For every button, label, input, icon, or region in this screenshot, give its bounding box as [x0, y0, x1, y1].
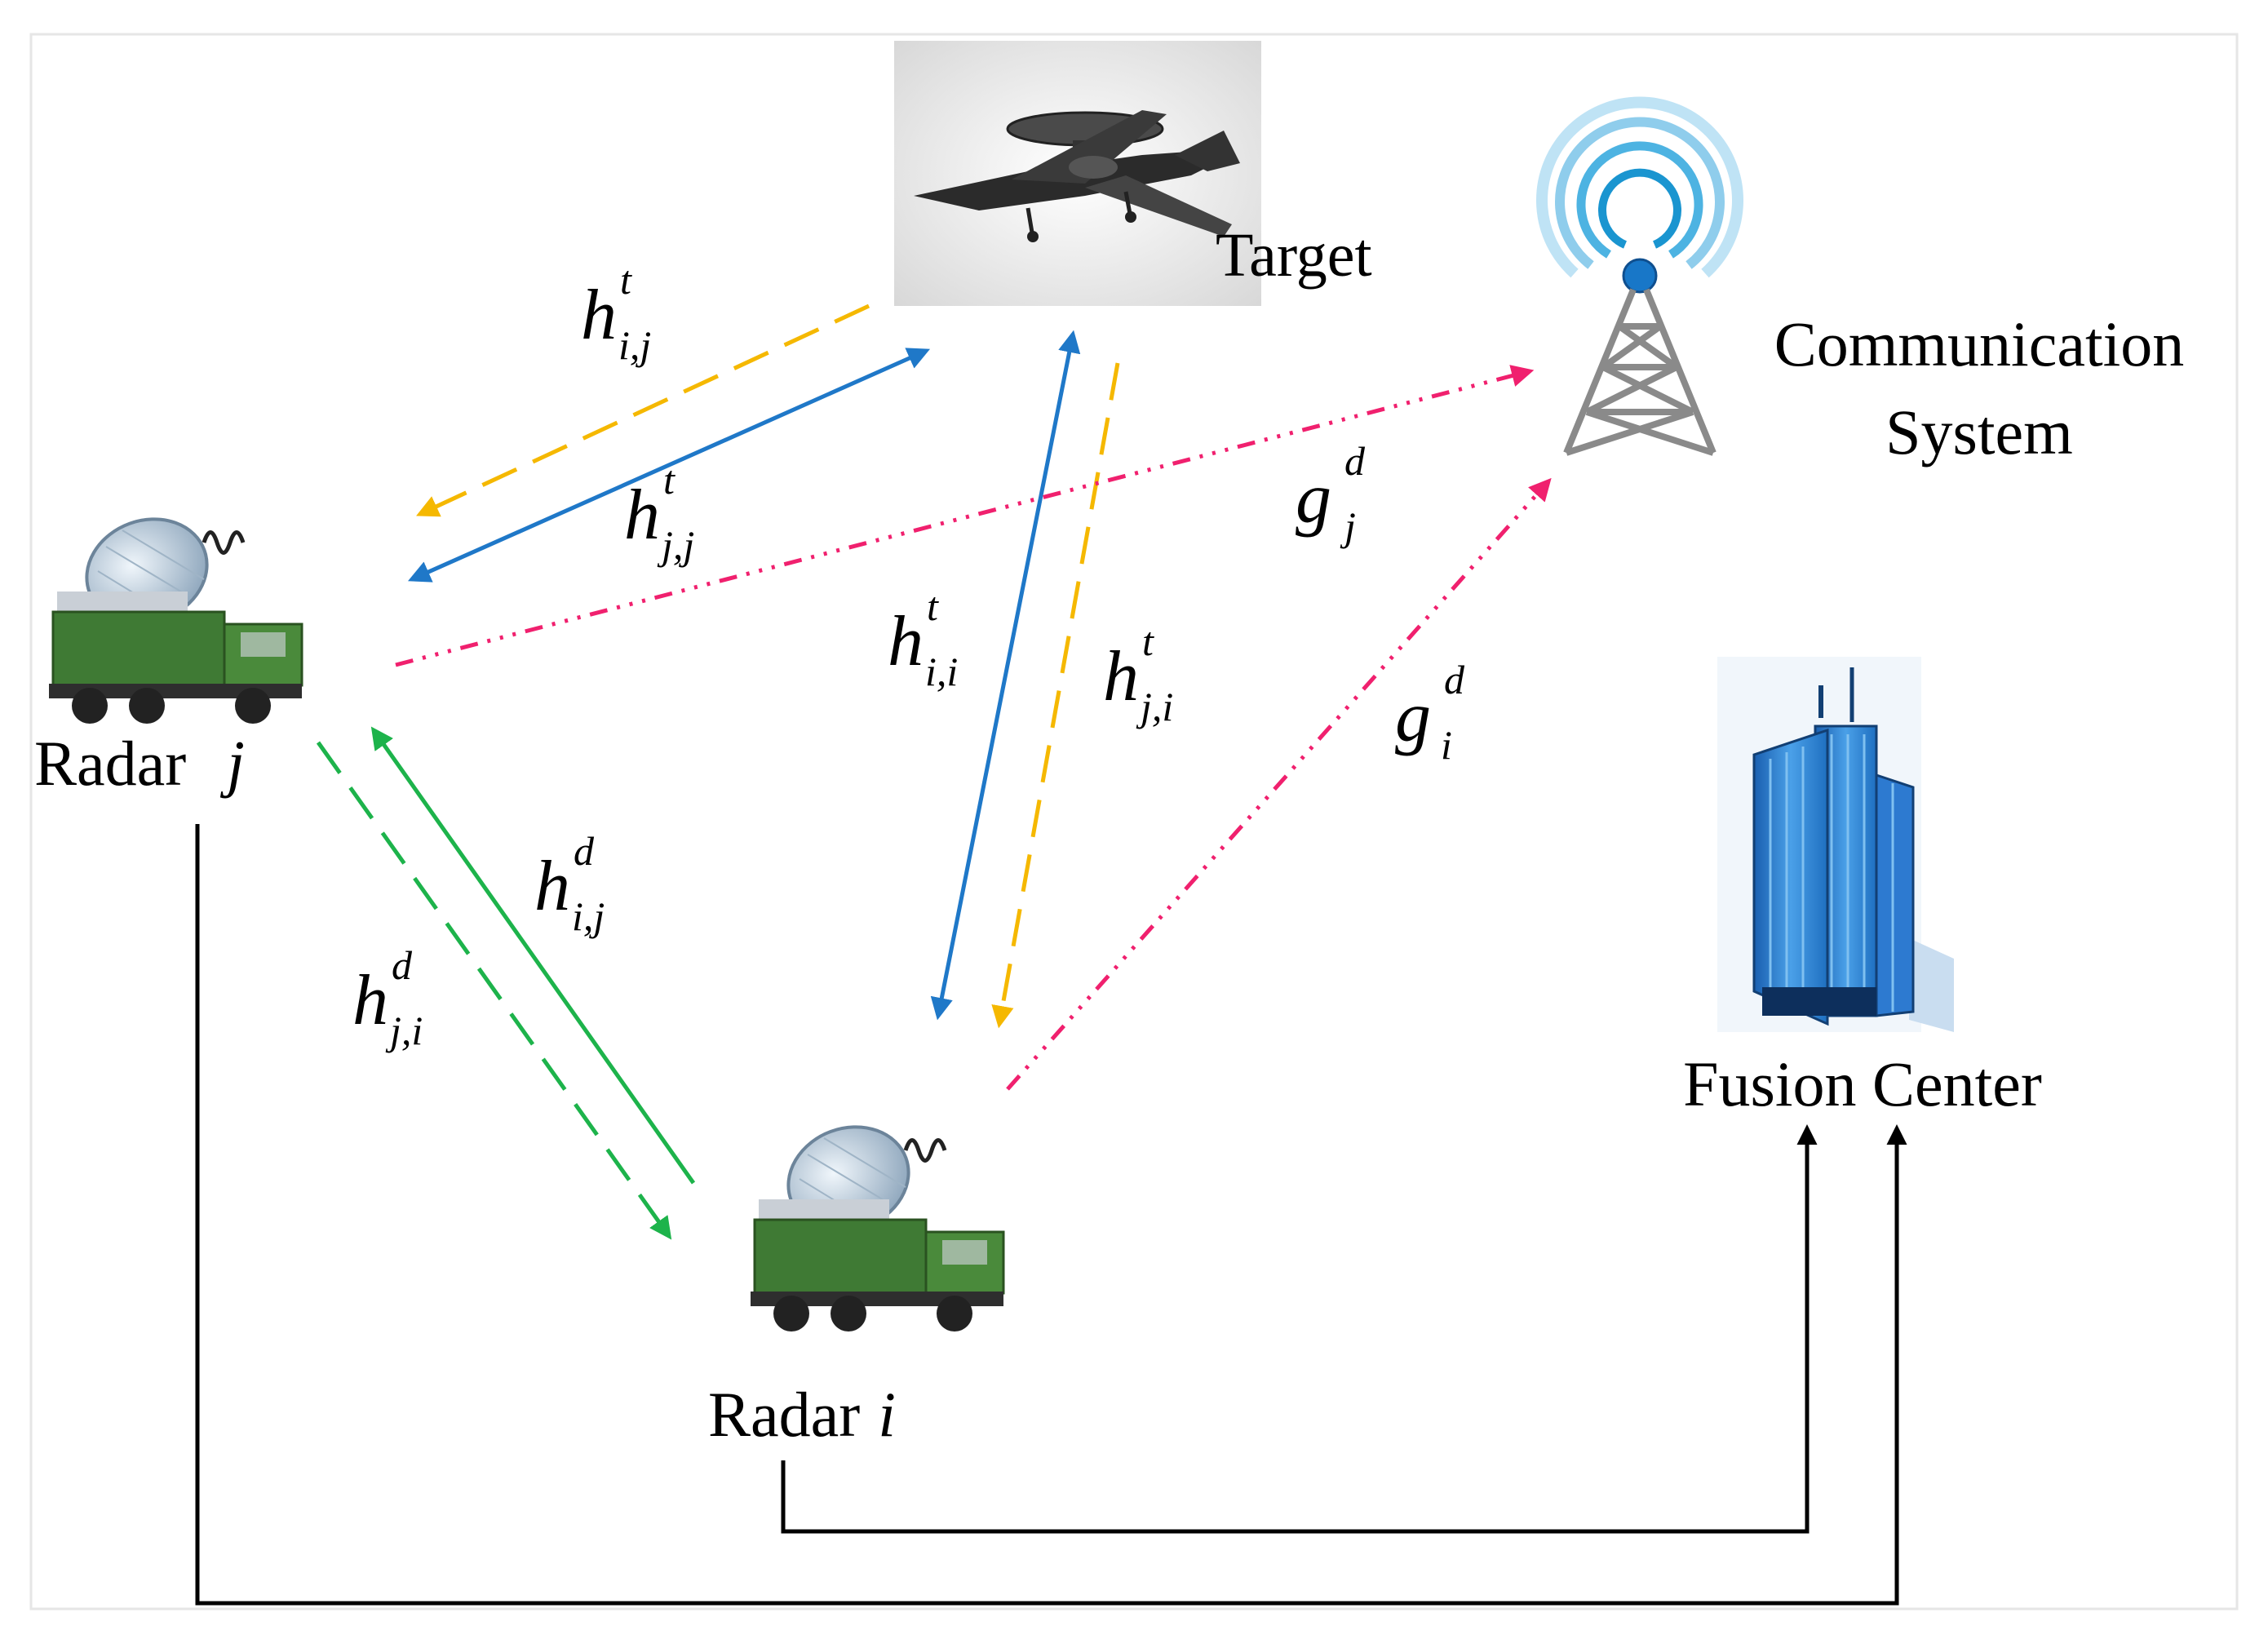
- svg-text:t: t: [620, 257, 632, 303]
- svg-text:t: t: [927, 583, 939, 629]
- link-target-to-radar-i-cross: [991, 362, 1120, 1029]
- link-radar-j-to-fusion: [195, 824, 1907, 1606]
- svg-text:t: t: [1142, 618, 1154, 664]
- channel-label-h-ji-d: h d j,i: [352, 942, 423, 1053]
- target-label: Target: [1216, 221, 1372, 290]
- radar-truck-icon-j: [49, 517, 303, 724]
- svg-text:t: t: [663, 457, 676, 503]
- channel-label-h-ij-t: h t i,j: [581, 257, 651, 368]
- link-radar-i-to-comm: [1006, 477, 1552, 1091]
- svg-text:j,i: j,i: [1136, 684, 1173, 729]
- svg-text:i,j: i,j: [572, 893, 605, 939]
- link-radar-i-to-radar-j: [370, 726, 696, 1185]
- svg-text:g: g: [1395, 678, 1431, 757]
- link-radar-i-to-fusion: [781, 1124, 1818, 1534]
- channel-label-h-ij-d: h d i,j: [534, 828, 605, 939]
- svg-text:h: h: [888, 602, 924, 681]
- svg-text:h: h: [534, 847, 570, 926]
- channel-label-g-i-d: g d i: [1395, 657, 1465, 768]
- comm-system-label-line1: Communication: [1774, 308, 2185, 379]
- comm-system-label-line2: System: [1885, 397, 2073, 467]
- channel-label-h-ji-t: h t j,i: [1103, 618, 1173, 729]
- svg-text:h: h: [581, 276, 617, 355]
- link-target-to-radar-j-cross: [416, 304, 870, 517]
- svg-text:i,i: i,i: [925, 649, 958, 694]
- antenna-tower-icon: [1536, 96, 1743, 456]
- svg-text:d: d: [392, 942, 413, 988]
- svg-text:d: d: [574, 828, 595, 874]
- link-radar-j-to-radar-i: [316, 741, 672, 1240]
- frame: [29, 33, 2239, 1611]
- fusion-center-label: Fusion Center: [1683, 1048, 2042, 1119]
- building-icon: [1717, 657, 1954, 1032]
- svg-text:i: i: [1441, 722, 1452, 768]
- svg-text:j: j: [1340, 503, 1356, 549]
- channel-label-g-j-d: g d j: [1296, 438, 1366, 549]
- link-target-radar-j: [407, 348, 931, 583]
- link-target-radar-i: [930, 330, 1081, 1021]
- svg-text:h: h: [1103, 637, 1139, 716]
- svg-text:d: d: [1444, 657, 1465, 702]
- svg-text:h: h: [352, 961, 388, 1040]
- channel-label-h-jj-t: h t j,j: [624, 457, 694, 568]
- channel-label-h-ii-t: h t i,i: [888, 583, 958, 694]
- svg-text:i,j: i,j: [618, 322, 651, 368]
- link-radar-j-to-comm: [395, 365, 1535, 667]
- svg-text:g: g: [1296, 459, 1331, 538]
- airplane-icon: [894, 41, 1261, 306]
- svg-text:d: d: [1344, 438, 1366, 484]
- svg-text:h: h: [624, 476, 660, 555]
- radar-truck-icon-i: [751, 1125, 1005, 1331]
- svg-text:j,i: j,i: [385, 1008, 423, 1053]
- svg-text:j,j: j,j: [657, 522, 694, 568]
